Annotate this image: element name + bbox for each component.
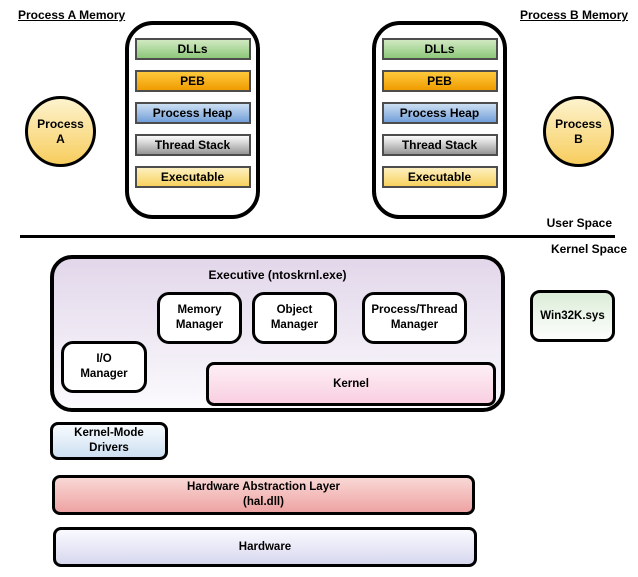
memory-segment-peb: PEB bbox=[381, 70, 498, 92]
win32k-sys-box: Win32K.sys bbox=[530, 290, 615, 342]
process-a-memory-heading: Process A Memory bbox=[18, 8, 126, 22]
memory-segment-thread-stack: Thread Stack bbox=[381, 134, 498, 156]
memory-segment-thread-stack: Thread Stack bbox=[134, 134, 251, 156]
io-manager-box: I/O Manager bbox=[61, 341, 147, 393]
kernel-mode-drivers-box: Kernel-Mode Drivers bbox=[50, 422, 168, 460]
memory-manager-box: Memory Manager bbox=[157, 292, 242, 344]
process-thread-manager-box: Process/Thread Manager bbox=[362, 292, 467, 344]
kernel-space-label: Kernel Space bbox=[550, 242, 627, 256]
hardware-abstraction-layer-box: Hardware Abstraction Layer (hal.dll) bbox=[52, 475, 475, 515]
memory-segment-executable: Executable bbox=[134, 166, 251, 188]
process-b-circle: Process B bbox=[543, 96, 614, 167]
user-kernel-divider-line bbox=[20, 235, 615, 238]
hardware-box: Hardware bbox=[53, 527, 477, 567]
memory-segment-dlls: DLLs bbox=[381, 38, 498, 60]
memory-segment-peb: PEB bbox=[134, 70, 251, 92]
executive-title: Executive (ntoskrnl.exe) bbox=[208, 268, 347, 282]
memory-segment-process-heap: Process Heap bbox=[381, 102, 498, 124]
executive-container: Executive (ntoskrnl.exe) Memory Manager … bbox=[50, 255, 505, 412]
user-space-label: User Space bbox=[546, 216, 612, 230]
memory-segment-executable: Executable bbox=[381, 166, 498, 188]
object-manager-box: Object Manager bbox=[252, 292, 337, 344]
memory-segment-dlls: DLLs bbox=[134, 38, 251, 60]
memory-segment-process-heap: Process Heap bbox=[134, 102, 251, 124]
process-a-circle: Process A bbox=[25, 96, 96, 167]
process-b-memory-heading: Process B Memory bbox=[520, 8, 629, 22]
kernel-box: Kernel bbox=[206, 362, 496, 406]
